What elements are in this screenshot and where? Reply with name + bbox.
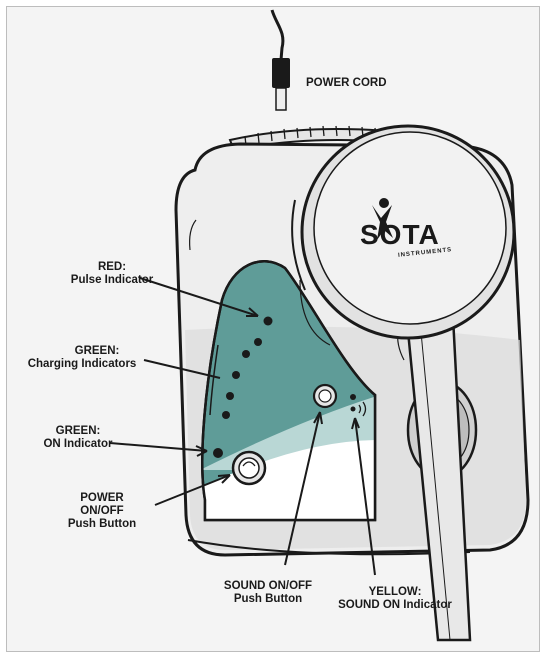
yellow-sound-desc: SOUND ON Indicator (325, 599, 465, 612)
power-button-label-3: Push Button (57, 518, 147, 531)
sota-logo: SOTA (360, 220, 440, 250)
red-pulse-title: RED: (72, 261, 152, 274)
power-cord-plug-icon (272, 58, 290, 110)
green-charging-title: GREEN: (47, 345, 147, 358)
yellow-sound-led (350, 394, 356, 400)
power-cord (272, 10, 290, 110)
charging-led-4 (226, 392, 234, 400)
power-cord-label: POWER CORD (306, 77, 387, 90)
green-charging-desc: Charging Indicators (17, 358, 147, 371)
charging-led-1 (254, 338, 262, 346)
power-button-label-2: ON/OFF (57, 505, 147, 518)
green-on-led (213, 448, 223, 458)
green-on-title: GREEN: (38, 425, 118, 438)
sound-button-label-1: SOUND ON/OFF (208, 580, 328, 593)
charging-led-5 (222, 411, 230, 419)
green-on-desc: ON Indicator (28, 438, 128, 451)
power-button-label-1: POWER (57, 492, 147, 505)
sound-button-label-2: Push Button (208, 593, 328, 606)
charging-led-2 (242, 350, 250, 358)
red-pulse-desc: Pulse Indicator (62, 274, 162, 287)
yellow-sound-title: YELLOW: (340, 586, 450, 599)
red-pulse-led (264, 317, 273, 326)
sound-button-icon (314, 385, 336, 407)
charging-led-3 (232, 371, 240, 379)
power-button-icon (233, 452, 265, 484)
